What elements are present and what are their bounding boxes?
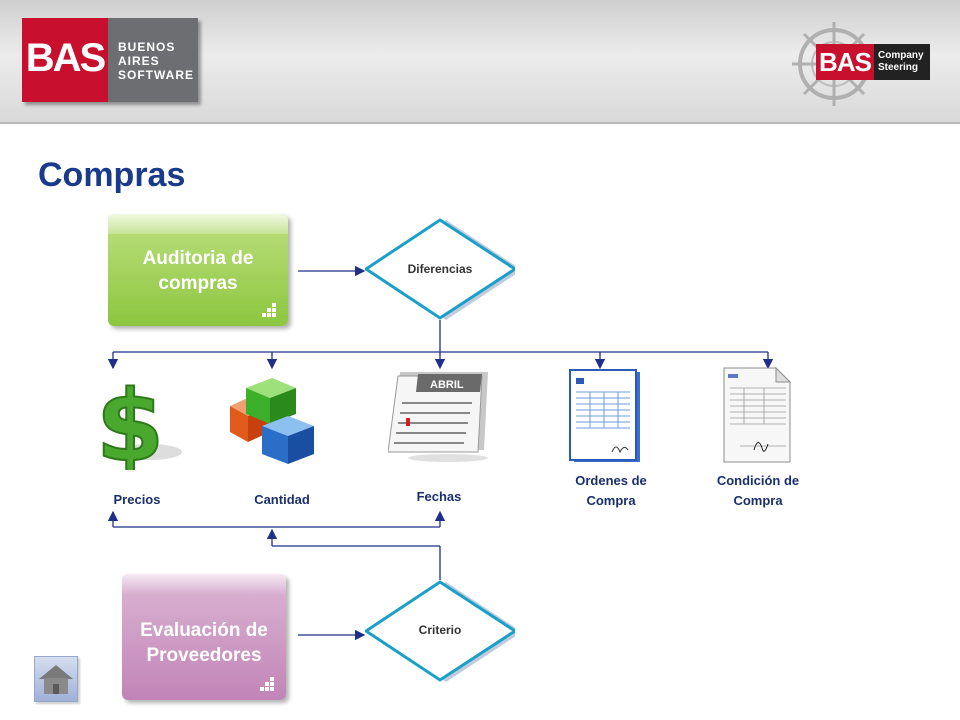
ordenes-compra-label: Ordenes de Compra	[575, 473, 647, 508]
diferencias-decision[interactable]: Diferencias	[365, 218, 515, 320]
logo-mark: BAS	[816, 44, 874, 80]
dollar-icon: $	[95, 370, 182, 470]
svg-text:$: $	[96, 370, 164, 470]
stairs-icon	[262, 303, 276, 317]
precios-label: Precios	[113, 492, 161, 507]
criterio-decision[interactable]: Criterio	[365, 580, 515, 682]
criterio-label: Criterio	[418, 623, 462, 637]
calendar-icon: ABRIL	[388, 372, 488, 462]
evaluacion-proveedores-label: Evaluación de Proveedores	[140, 620, 268, 666]
logo-wordmark: BUENOS AIRES SOFTWARE	[118, 40, 194, 82]
page-title: Compras	[38, 156, 186, 194]
diferencias-label: Diferencias	[407, 262, 473, 276]
spreadsheet-icon	[569, 369, 640, 462]
home-button[interactable]	[34, 656, 78, 702]
diamond-shape	[365, 580, 515, 682]
auditoria-compras-box[interactable]: Auditoria de compras	[108, 214, 288, 326]
header-bar: BAS BUENOS AIRES SOFTWARE BAS Company St…	[0, 0, 960, 124]
fechas-label: Fechas	[416, 489, 462, 504]
company-steering-logo: BAS Company Steering	[788, 18, 938, 110]
evaluacion-proveedores-box[interactable]: Evaluación de Proveedores	[122, 574, 286, 700]
diamond-shape	[365, 218, 515, 320]
boxes-icon	[230, 378, 314, 464]
bas-logo: BAS BUENOS AIRES SOFTWARE	[22, 18, 198, 102]
invoice-icon	[723, 366, 792, 463]
cantidad-label: Cantidad	[254, 492, 310, 507]
home-icon	[39, 665, 73, 694]
stairs-icon	[260, 677, 274, 691]
condicion-compra-label: Condición de Compra	[716, 473, 800, 508]
logo-wordmark: Company Steering	[874, 44, 930, 80]
auditoria-compras-label: Auditoria de compras	[142, 248, 254, 294]
calendar-month: ABRIL	[430, 379, 464, 391]
logo-mark: BAS	[25, 36, 106, 80]
